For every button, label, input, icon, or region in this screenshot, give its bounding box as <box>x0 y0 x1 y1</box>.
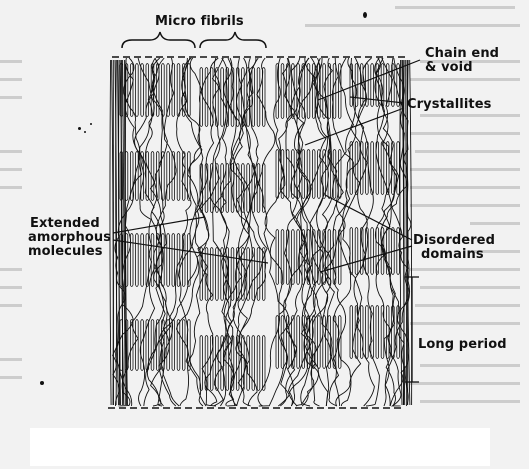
micro-fibril-brace-right <box>199 31 267 49</box>
extended-line-3: molecules <box>28 244 103 259</box>
pointer-crystallites-1 <box>349 96 405 104</box>
speck-left-1 <box>78 127 81 130</box>
long-period-marker <box>405 276 419 383</box>
extended-line-1: Extended <box>30 216 100 231</box>
speck-top <box>363 12 367 18</box>
speck-bottom-left <box>40 381 44 385</box>
pointer-extended-1 <box>112 216 206 234</box>
disordered-line-2: domains <box>421 247 484 262</box>
disordered-line-1: Disordered <box>413 233 495 248</box>
micro-fibrils-label: Micro fibrils <box>155 14 244 29</box>
chain-end-void-line-2: & void <box>425 60 473 75</box>
pointer-disordered-2 <box>319 245 413 273</box>
blank-bottom-strip <box>30 428 490 466</box>
chain-end-void-label: Chain end & void <box>425 47 499 75</box>
disordered-domains-label: Disordered domains <box>413 234 495 262</box>
chain-end-void-line-1: Chain end <box>425 46 500 61</box>
speck-left-3 <box>84 131 86 133</box>
long-period-label: Long period <box>418 337 507 352</box>
micro-fibril-brace-left <box>121 31 196 49</box>
extended-amorphous-molecules-label: Extended amorphous molecules <box>28 217 111 259</box>
amorphous-chains <box>109 57 413 407</box>
pointer-chain-end <box>317 59 421 101</box>
extended-line-2: amorphous <box>28 230 112 245</box>
pointer-disordered-1 <box>324 194 413 241</box>
crystallites-label: Crystallites <box>407 97 492 112</box>
speck-left-2 <box>90 123 92 125</box>
pointer-crystallites-2 <box>304 107 405 146</box>
pointer-extended-2 <box>112 239 269 264</box>
